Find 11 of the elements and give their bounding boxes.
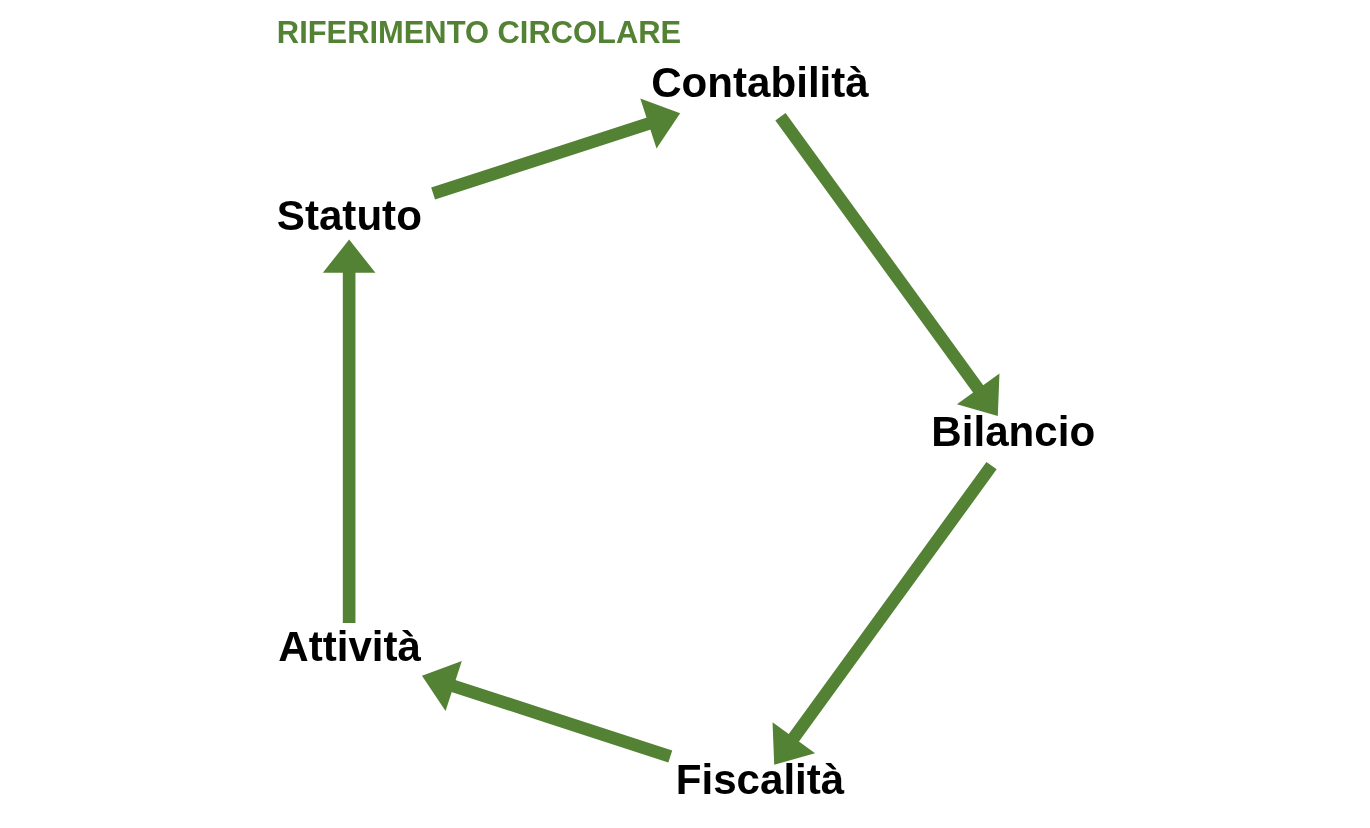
node-text: Attività bbox=[277, 623, 421, 671]
arrow bbox=[430, 98, 680, 200]
arrow bbox=[421, 661, 672, 763]
node-text: Fiscalità bbox=[675, 756, 844, 804]
node-text: Bilancio bbox=[930, 407, 1095, 455]
arrow bbox=[772, 461, 997, 765]
arrow bbox=[322, 239, 375, 624]
node-text: Statuto bbox=[276, 191, 422, 239]
node-text: Contabilità bbox=[650, 58, 869, 106]
diagram-title: RIFERIMENTO CIRCOLARE bbox=[276, 14, 681, 50]
arrow bbox=[774, 113, 999, 416]
